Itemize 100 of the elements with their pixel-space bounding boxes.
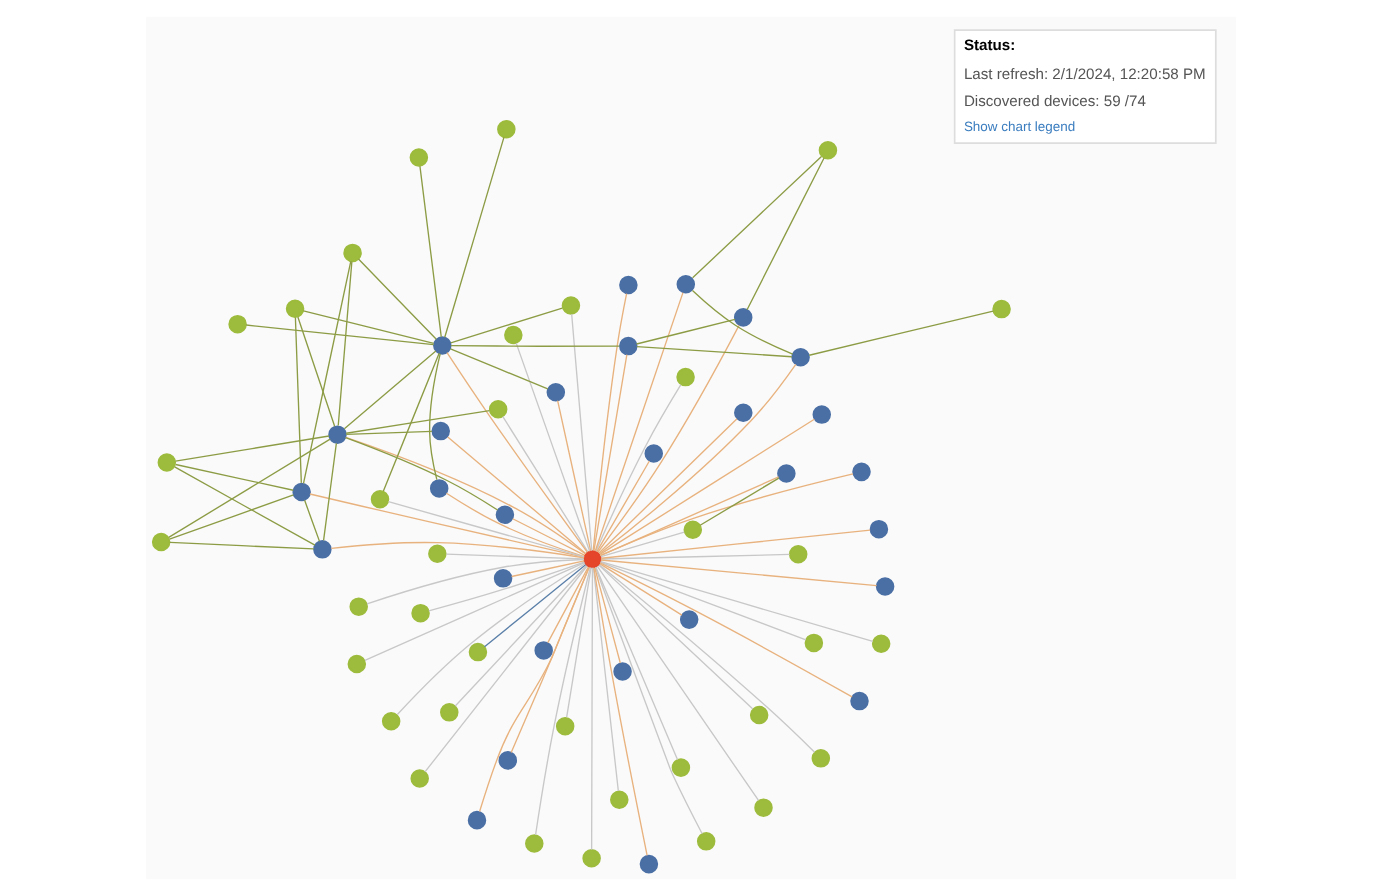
node-circle: [810, 749, 830, 768]
node-circle: [753, 798, 772, 817]
connector: [167, 438, 330, 539]
node-circle: [991, 299, 1010, 319]
node-circle: [675, 367, 694, 387]
node-circle: [851, 462, 870, 482]
connector: [690, 289, 793, 355]
node-circle: [430, 421, 449, 441]
connector: [565, 567, 591, 718]
connector: [453, 565, 586, 707]
connector: [745, 157, 824, 311]
node-circle: [733, 403, 752, 422]
connector: [344, 430, 432, 436]
node-circle: [494, 505, 514, 525]
connector: [344, 409, 490, 434]
node-circle: [748, 705, 768, 725]
node-circle: [496, 119, 515, 139]
node-circle: [582, 549, 601, 569]
connector: [427, 353, 440, 481]
connector: [244, 324, 434, 346]
node-circle: [467, 642, 487, 662]
node-circle: [776, 464, 795, 483]
node-circle: [369, 490, 389, 509]
connector: [443, 136, 504, 338]
connector: [482, 564, 586, 648]
connector: [167, 494, 294, 540]
connector: [596, 324, 739, 553]
connector: [698, 477, 779, 526]
connector: [634, 318, 735, 345]
node-circle: [678, 610, 698, 629]
connector: [509, 566, 589, 754]
node-circle: [618, 336, 637, 356]
node-circle: [410, 603, 429, 623]
node-circle: [868, 519, 888, 539]
node-circle: [787, 544, 807, 564]
connector: [594, 384, 681, 553]
node-circle: [609, 790, 628, 809]
connector: [597, 564, 753, 710]
connector: [599, 553, 790, 560]
node-circle: [150, 532, 170, 552]
connector: [593, 566, 702, 835]
connector: [321, 442, 337, 541]
node-circle: [849, 691, 868, 711]
node-circle: [291, 482, 310, 502]
label: Discovered devices: 59 /74: [962, 91, 1145, 110]
connector: [555, 399, 591, 552]
node-circle: [638, 854, 658, 874]
node-circle: [427, 544, 446, 564]
connector: [174, 463, 293, 491]
connector: [593, 567, 620, 664]
connector: [173, 435, 329, 462]
label: Last refresh: 2/1/2024, 12:20:58 PM: [962, 64, 1205, 83]
connector: [597, 418, 737, 554]
connector: [329, 541, 584, 559]
connector: [445, 351, 587, 553]
node-circle: [348, 597, 367, 616]
node-circle: [581, 849, 600, 868]
connector: [807, 310, 993, 356]
connector: [589, 567, 593, 851]
connector: [477, 566, 589, 813]
node-circle: [803, 633, 823, 653]
connector: [511, 518, 585, 556]
node-circle: [612, 662, 631, 681]
connector: [423, 565, 587, 773]
connector: [598, 561, 806, 641]
connector: [599, 531, 684, 558]
node-circle: [675, 274, 695, 294]
node-circle: [439, 703, 458, 722]
node-circle: [284, 299, 304, 318]
node-circle: [545, 383, 565, 402]
connector: [296, 316, 335, 427]
label: Status:: [962, 35, 1015, 54]
connector: [570, 313, 592, 552]
connector: [293, 316, 301, 484]
node-circle: [643, 444, 662, 463]
node-circle: [503, 325, 522, 345]
node-circle: [682, 520, 702, 539]
node-circle: [524, 834, 543, 853]
node-circle: [487, 399, 507, 419]
connector: [546, 566, 588, 644]
node-circle: [466, 810, 486, 830]
connector: [509, 560, 584, 578]
connector: [598, 473, 853, 557]
connector: [427, 561, 584, 612]
connector: [365, 558, 584, 605]
node-circle: [346, 654, 366, 674]
connector: [301, 260, 351, 485]
connector: [593, 291, 683, 552]
connector: [501, 416, 588, 553]
node-circle: [380, 712, 400, 731]
connector: [449, 307, 562, 344]
connector: [592, 567, 647, 856]
connector: [344, 436, 585, 555]
connector: [363, 562, 585, 662]
connector: [336, 261, 352, 427]
connector: [172, 466, 315, 546]
connector: [598, 562, 852, 698]
node-circle: [492, 569, 512, 588]
node-circle: [874, 577, 894, 596]
connector: [591, 567, 618, 792]
